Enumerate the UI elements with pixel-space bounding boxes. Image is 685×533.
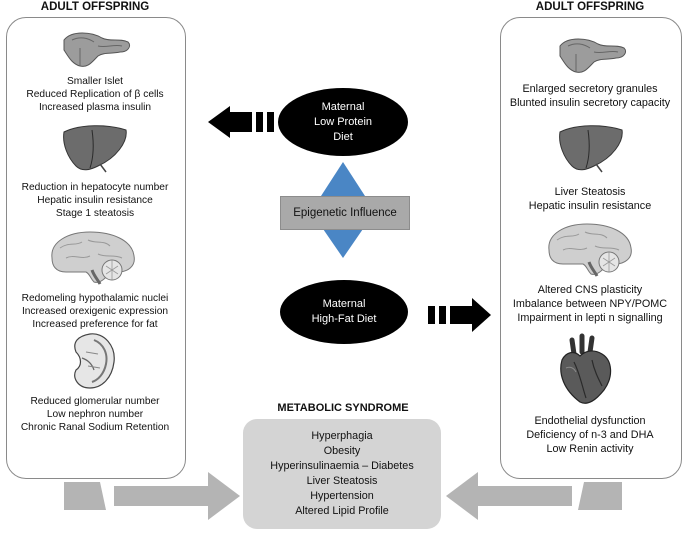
metabolic-syndrome-box: Hyperphagia Obesity Hyperinsulinaemia – … <box>243 419 441 529</box>
ellipse-line: High-Fat Diet <box>311 313 377 325</box>
low-protein-ellipse: Maternal Low Protein Diet <box>278 88 408 156</box>
syndrome-item: Hypertension <box>310 490 374 502</box>
brain-icon <box>51 231 135 285</box>
right-liver-caption: Liver Steatosis Hepatic insulin resistan… <box>500 185 680 213</box>
caption-line: Hepatic insulin resistance <box>528 200 652 212</box>
caption-line: Low Renin activity <box>546 443 634 455</box>
syndrome-item: Hyperinsulinaemia – Diabetes <box>270 460 414 472</box>
caption-line: Reduction in hepatocyte number <box>21 182 169 193</box>
caption-line: Liver Steatosis <box>554 186 626 198</box>
caption-line: Hepatic insulin resistance <box>37 195 153 206</box>
right-brain-caption: Altered CNS plasticity Imbalance between… <box>500 283 680 325</box>
liver-icon <box>63 125 127 173</box>
caption-line: Increased orexigenic expression <box>21 306 169 317</box>
caption-line: Endothelial dysfunction <box>534 415 646 427</box>
caption-line: Deficiency of n-3 and DHA <box>526 429 654 441</box>
syndrome-item: Altered Lipid Profile <box>295 505 389 517</box>
heart-icon <box>560 333 612 404</box>
right-arrow <box>428 298 491 332</box>
right-heading: ADULT OFFSPRING <box>535 1 645 13</box>
ellipse-line: Low Protein <box>313 115 373 128</box>
right-bottom-arrow <box>446 472 622 520</box>
pancreas-icon <box>559 38 627 73</box>
brain-icon <box>548 223 632 277</box>
caption-line: Increased preference for fat <box>32 319 158 330</box>
left-bottom-arrow <box>64 472 240 520</box>
right-pancreas-caption: Enlarged secretory granules Blunted insu… <box>500 82 680 110</box>
left-arrow <box>208 106 274 138</box>
epigenetic-influence-box: Epigenetic Influence <box>280 196 410 230</box>
syndrome-item: Liver Steatosis <box>306 475 378 487</box>
caption-line: Stage 1 steatosis <box>55 208 135 219</box>
caption-line: Enlarged secretory granules <box>522 83 658 95</box>
left-kidney-caption: Reduced glomerular number Low nephron nu… <box>6 395 184 434</box>
left-pancreas-caption: Smaller Islet Reduced Replication of β c… <box>6 75 184 114</box>
kidney-icon <box>74 333 115 389</box>
caption-line: Reduced glomerular number <box>30 396 160 407</box>
caption-line: Redomeling hypothalamic nuclei <box>21 293 169 304</box>
epigenetic-triangles <box>321 162 365 258</box>
down-triangle <box>321 226 365 258</box>
syndrome-item: Obesity <box>323 445 361 457</box>
ellipse-line: Maternal <box>322 298 366 310</box>
caption-line: Altered CNS plasticity <box>537 284 643 296</box>
syndrome-item: Hyperphagia <box>311 430 373 442</box>
metabolic-syndrome-heading: METABOLIC SYNDROME <box>277 402 409 414</box>
caption-line: Increased plasma insulin <box>38 102 152 113</box>
right-heart-caption: Endothelial dysfunction Deficiency of n-… <box>500 414 680 456</box>
caption-line: Chronic Ranal Sodium Retention <box>20 422 170 433</box>
caption-line: Reduced Replication of β cells <box>26 89 164 100</box>
caption-line: Smaller Islet <box>66 76 124 87</box>
pancreas-icon <box>63 32 131 67</box>
caption-line: Impairment in lepti n signalling <box>517 312 663 324</box>
ellipse-line: Diet <box>333 130 353 143</box>
caption-line: Blunted insulin secretory capacity <box>509 97 671 109</box>
up-triangle <box>321 162 365 196</box>
high-fat-ellipse: Maternal High-Fat Diet <box>280 280 408 344</box>
caption-line: Low nephron number <box>46 409 144 420</box>
caption-line: Imbalance between NPY/POMC <box>512 298 668 310</box>
left-liver-caption: Reduction in hepatocyte number Hepatic i… <box>6 181 184 220</box>
left-heading: ADULT OFFSPRING <box>40 1 150 13</box>
liver-icon <box>559 125 623 173</box>
ellipse-line: Maternal <box>321 100 365 113</box>
left-brain-caption: Redomeling hypothalamic nuclei Increased… <box>6 292 184 331</box>
